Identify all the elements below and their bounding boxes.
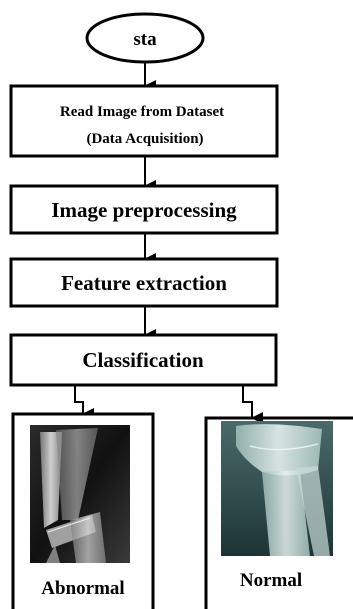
arrow-to-abnormal	[74, 385, 94, 420]
feature-extraction-label: Feature extraction	[61, 271, 227, 295]
step-classification: Classification	[9, 333, 278, 387]
start-terminal: sta	[85, 12, 205, 64]
normal-label: Normal	[240, 570, 302, 591]
abnormal-label: Abnormal	[41, 578, 124, 599]
normal-xray-image	[221, 421, 333, 556]
step-feature-extraction: Feature extraction	[9, 257, 279, 308]
classification-box	[9, 333, 278, 387]
start-label: sta	[133, 29, 157, 50]
abnormal-xray-image	[30, 425, 130, 563]
step-image-preprocessing: Image preprocessing	[9, 184, 279, 235]
normal-box-frame	[204, 416, 353, 609]
normal-outcome: Normal	[204, 416, 353, 609]
step-read-image: Read Image from Dataset (Data Acquisitio…	[9, 84, 279, 158]
arrow-to-normal	[242, 385, 263, 424]
feature-extraction-box	[9, 257, 279, 308]
data-acquisition-label: (Data Acquisition)	[86, 131, 203, 147]
abnormal-outcome: Abnormal	[11, 412, 155, 609]
read-image-label: Read Image from Dataset	[60, 104, 224, 120]
read-image-box	[9, 84, 279, 158]
classification-label: Classification	[82, 348, 204, 372]
preprocessing-label: Image preprocessing	[51, 198, 237, 222]
